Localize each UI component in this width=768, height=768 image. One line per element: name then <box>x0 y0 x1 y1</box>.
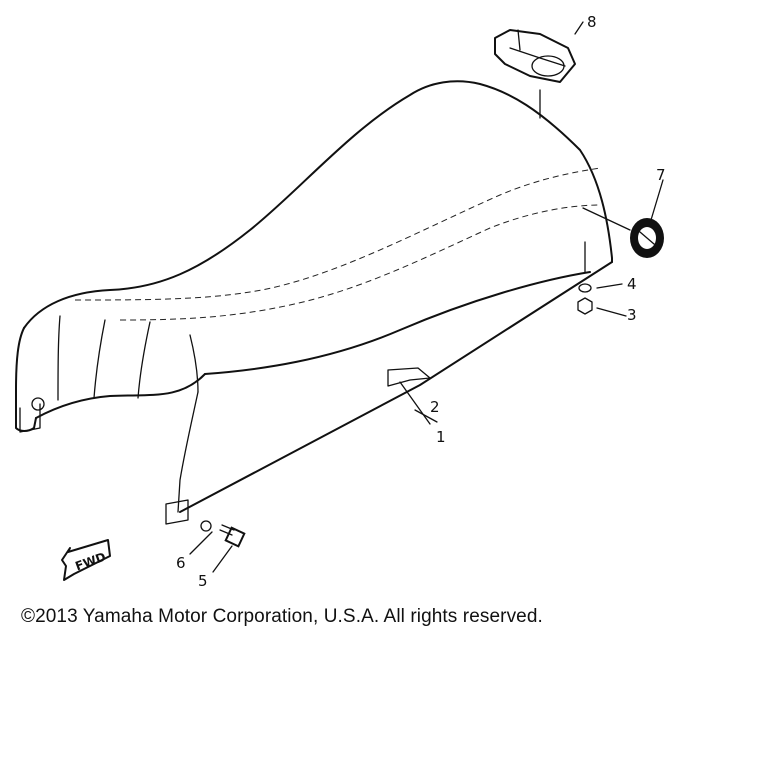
callout-leaders <box>189 21 664 573</box>
seat-latch-part <box>494 29 576 83</box>
copyright-notice: ©2013 Yamaha Motor Corporation, U.S.A. A… <box>21 606 543 627</box>
callout-3: 3 <box>627 306 637 324</box>
callout-8: 8 <box>587 13 597 31</box>
callout-5: 5 <box>198 572 208 590</box>
cap-part <box>630 218 664 258</box>
bolt-washer-part <box>200 520 246 548</box>
fwd-label: FWD <box>73 550 107 574</box>
callout-4: 4 <box>627 275 637 293</box>
seat-parts-diagram: FWD 8 7 4 3 2 1 6 5 <box>15 13 666 590</box>
callout-6: 6 <box>176 554 186 572</box>
callout-7: 7 <box>656 166 666 184</box>
callout-1: 1 <box>436 428 446 446</box>
nut-washer-part <box>577 241 593 315</box>
seat-assembly <box>15 80 631 525</box>
callout-2: 2 <box>430 398 440 416</box>
forward-direction-arrow-icon: FWD <box>61 539 111 581</box>
